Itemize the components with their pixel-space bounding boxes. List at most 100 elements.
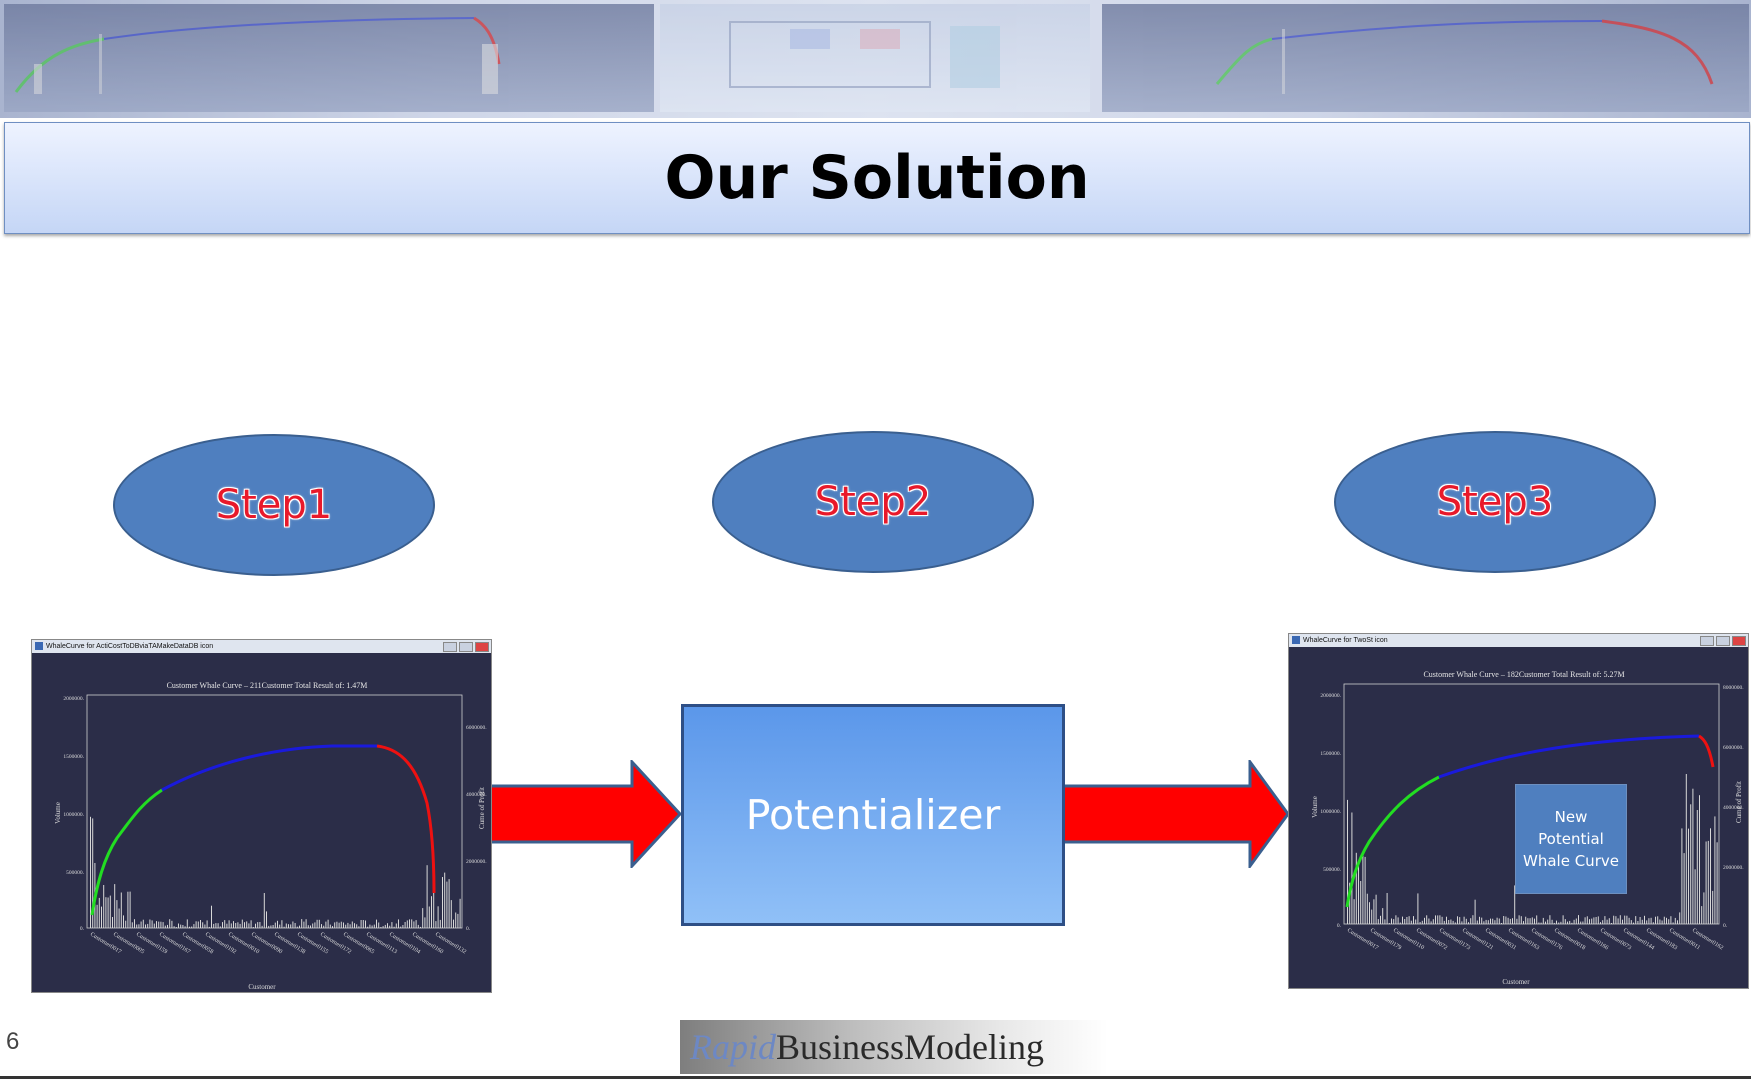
volume-bar [1446,916,1447,924]
volume-bar [213,923,215,928]
close-icon[interactable] [1732,636,1746,646]
left-y2tick: 0. [466,926,471,932]
volume-bar [191,926,193,928]
volume-bar [1648,918,1650,924]
volume-bar [125,920,127,928]
right-window-titlebar: WhaleCurve for TwoSt icon [1289,634,1748,647]
window-controls [1700,636,1746,646]
volume-bar [1380,915,1381,924]
volume-bar [1503,916,1505,924]
volume-bar [1679,912,1681,924]
volume-bar [1681,828,1683,924]
volume-bar [1430,921,1432,924]
volume-bar [1518,915,1520,924]
volume-bar [1591,918,1593,924]
volume-bar [288,924,289,928]
maximize-icon[interactable] [1716,636,1730,646]
volume-bar [279,924,281,928]
volume-bar [1498,918,1500,924]
volume-bar [422,908,424,928]
volume-bar [329,924,331,928]
volume-bar [1701,906,1703,924]
volume-bar [1465,918,1467,924]
volume-bar [189,926,190,928]
volume-bar [136,924,138,928]
volume-bar [1369,902,1370,924]
volume-bar [228,920,230,928]
volume-bar [167,924,168,928]
volume-bar [107,897,109,928]
volume-bar [1540,922,1542,924]
volume-bar [1479,916,1480,924]
volume-bar [263,893,265,928]
right-whale-curve-chart: Customer Whale Curve – 182Customer Total… [1311,670,1744,986]
left-ytick: 1000000. [63,812,84,818]
volume-bar [1408,916,1410,924]
volume-bar [362,920,364,928]
volume-bar [123,915,124,928]
arrow-from-potentializer-icon [1060,760,1290,868]
volume-bar [417,924,419,928]
volume-bar [98,897,100,928]
right-whale-curve-window: WhaleCurve for TwoSt icon Customer Whale… [1288,633,1749,989]
volume-bar [1655,916,1656,924]
volume-bar [138,924,140,928]
volume-bar [1505,916,1507,924]
volume-bar [257,922,259,928]
volume-bar [285,923,287,928]
right-ytick: 2000000. [1320,693,1341,699]
volume-bar [1558,922,1560,924]
step1-ellipse: Step1 [113,434,435,576]
volume-bar [211,905,212,928]
volume-bar [389,925,391,928]
volume-bar [332,926,333,928]
volume-bar [224,920,226,928]
left-curve-red [376,744,436,894]
volume-bar [1690,804,1692,924]
volume-bar [411,919,413,928]
volume-bar [1373,899,1375,924]
volume-bar [274,922,276,928]
volume-bar [296,926,298,928]
volume-bar [1696,810,1698,924]
volume-bar [1452,920,1454,924]
minimize-icon[interactable] [443,642,457,652]
volume-bar [1512,918,1513,924]
volume-bar [439,919,441,928]
volume-bar [453,919,454,928]
volume-bar [1538,922,1540,924]
volume-bar [1439,915,1441,924]
volume-bar [129,891,131,928]
volume-bar [400,926,402,928]
volume-bar [1549,915,1551,924]
right-y2-ticks: 8000000. 6000000. 4000000. 2000000. 0. [1723,685,1744,929]
minimize-icon[interactable] [1700,636,1714,646]
volume-bar [1685,774,1687,924]
volume-bar [340,921,342,928]
maximize-icon[interactable] [459,642,473,652]
left-window-titlebar: WhaleCurve for ActiCostToDBviaTAMakeData… [32,640,491,653]
volume-bar [140,921,142,928]
volume-bar [347,922,349,928]
volume-bar [1382,908,1384,924]
volume-bar [206,920,208,928]
close-icon[interactable] [475,642,489,652]
volume-bar [1437,915,1439,924]
volume-bar [1628,917,1630,924]
volume-bar [1481,917,1483,924]
volume-bar [1375,894,1377,924]
volume-bar [268,925,270,928]
volume-bar [147,923,149,928]
volume-bar [1395,915,1397,924]
volume-bar [1712,890,1714,924]
volume-bar [1424,917,1425,924]
volume-bar [1536,915,1538,924]
volume-bar [437,906,439,928]
volume-bar [301,919,303,928]
volume-bar [180,924,182,928]
volume-bar [1523,921,1524,924]
volume-bar [1487,920,1489,924]
volume-bar [1553,922,1555,924]
right-curve-green [1345,775,1440,908]
volume-bar [1507,917,1509,924]
